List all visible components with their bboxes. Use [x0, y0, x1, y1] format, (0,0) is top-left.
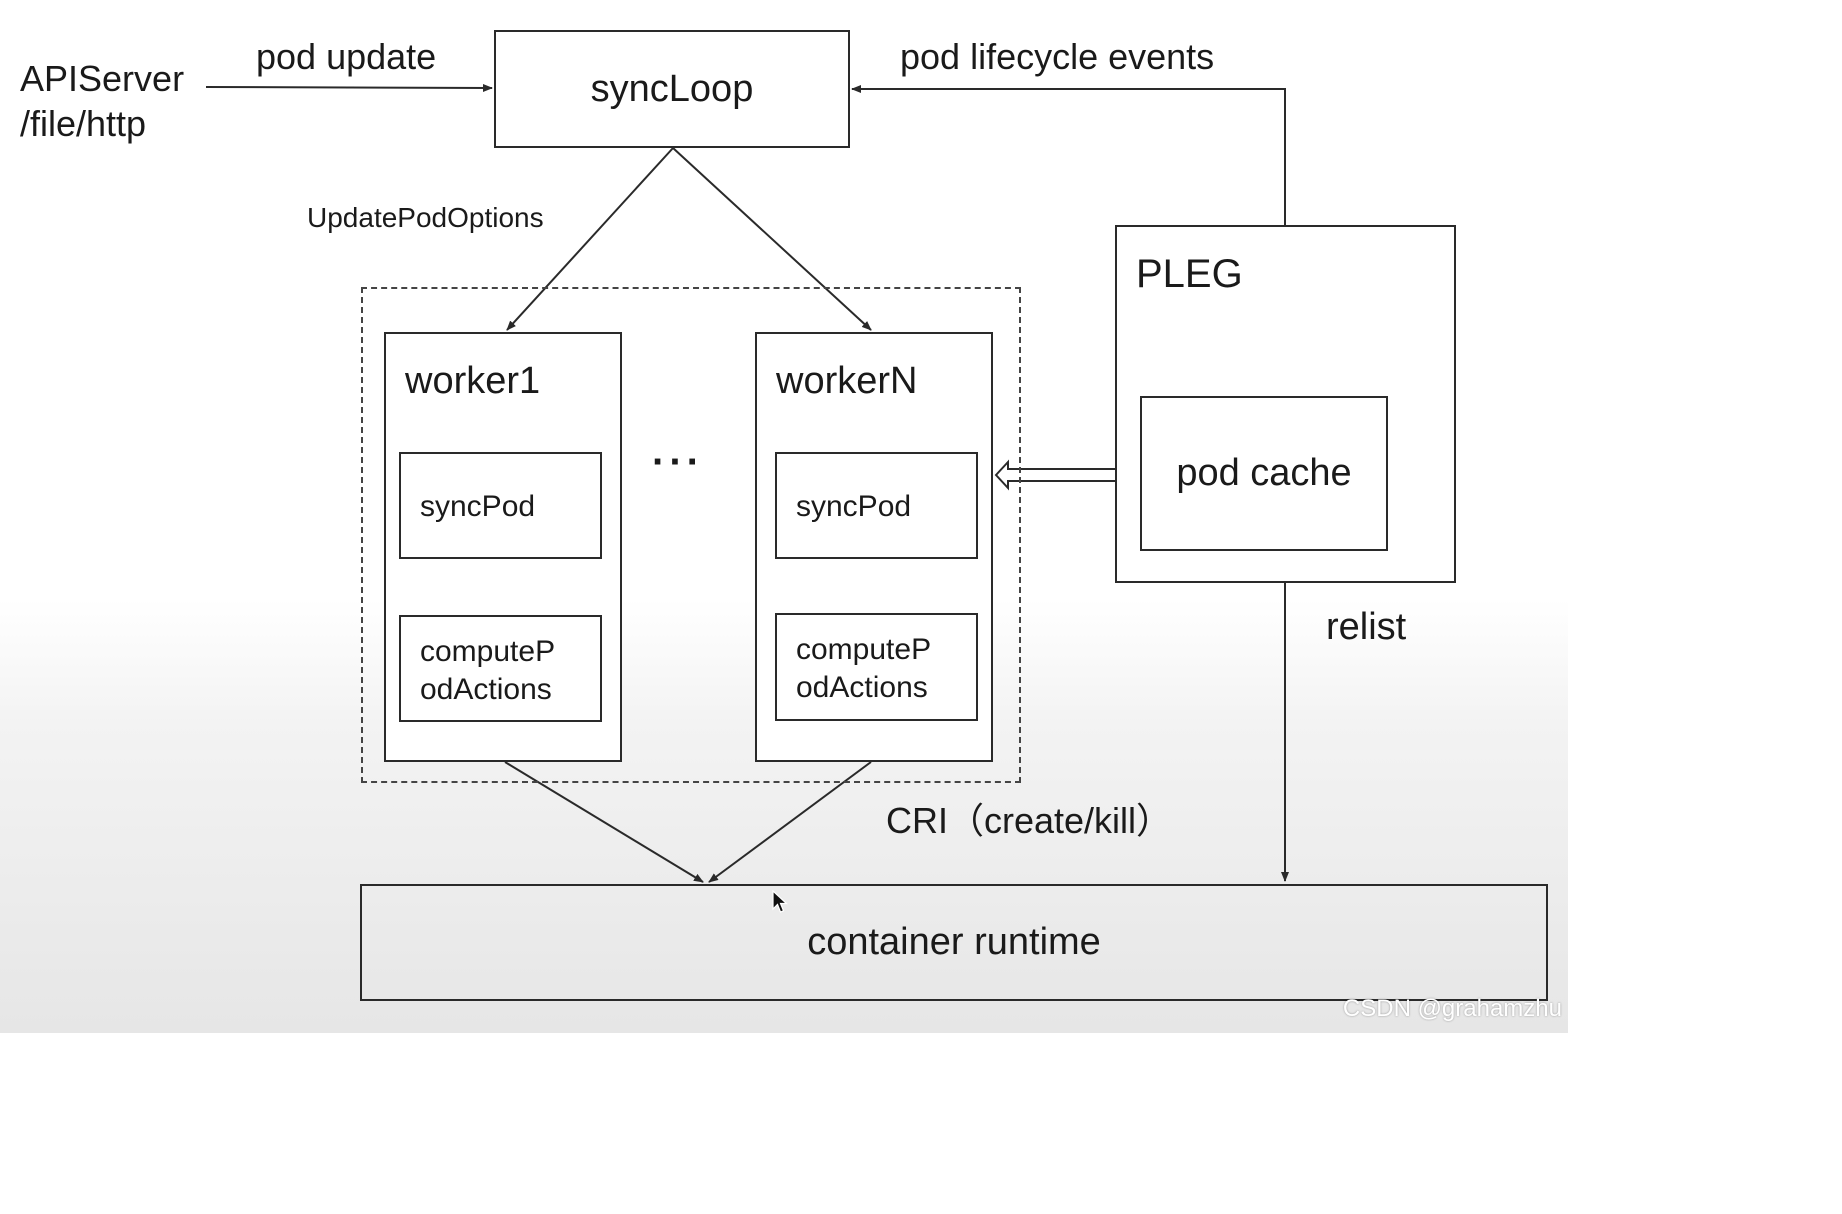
workern-compute-pod-actions-node: computeP odActions: [775, 613, 978, 721]
worker1-syncpod-label: syncPod: [420, 490, 536, 523]
syncloop-to-workern-arrow: [672, 147, 872, 331]
syncloop-node: syncLoop: [494, 30, 850, 148]
workern-compute-line2: odActions: [796, 671, 928, 704]
pod-cache-label: pod cache: [1176, 452, 1352, 494]
syncloop-to-worker1-arrow: [506, 147, 674, 331]
pod-lifecycle-events-label: pod lifecycle events: [900, 36, 1215, 77]
csdn-watermark: CSDN @grahamzhu: [1342, 995, 1562, 1022]
relist-label: relist: [1326, 606, 1407, 648]
pleg-label: PLEG: [1136, 252, 1243, 296]
api-server-label: APIServer: [20, 58, 185, 99]
more-workers-ellipsis: ···: [652, 440, 704, 484]
diagram-canvas: APIServer /file/http pod update syncLoop…: [0, 0, 1568, 1033]
container-runtime-node: container runtime: [360, 884, 1548, 1001]
pod-update-label: pod update: [256, 36, 437, 77]
api-server-source-label: APIServer /file/http: [20, 58, 184, 145]
pod-update-arrow: [205, 83, 493, 92]
file-http-label: /file/http: [20, 103, 147, 145]
worker-pool-group: [361, 287, 1021, 783]
workern-compute-pod-actions-label: computeP odActions: [796, 631, 931, 707]
container-runtime-label: container runtime: [807, 921, 1101, 963]
worker1-compute-line1: computeP: [420, 635, 556, 668]
workern-compute-line1: computeP: [796, 633, 932, 666]
syncloop-label: syncLoop: [590, 67, 754, 110]
worker1-compute-pod-actions-label: computeP odActions: [420, 633, 555, 709]
worker1-compute-pod-actions-node: computeP odActions: [399, 615, 602, 722]
pod-lifecycle-events-arrow: [851, 85, 1286, 225]
worker1-syncpod-node: syncPod: [399, 452, 602, 559]
mouse-cursor-icon: [772, 890, 788, 913]
worker1-compute-line2: odActions: [420, 673, 552, 706]
worker1-title: worker1: [405, 360, 541, 402]
pod-cache-node: pod cache: [1140, 396, 1388, 551]
update-pod-options-label: UpdatePodOptions: [307, 202, 544, 233]
workern-syncpod-label: syncPod: [796, 490, 912, 523]
cri-label: CRI（create/kill）: [886, 800, 1173, 841]
workern-syncpod-node: syncPod: [775, 452, 978, 559]
workern-title: workerN: [776, 360, 918, 402]
